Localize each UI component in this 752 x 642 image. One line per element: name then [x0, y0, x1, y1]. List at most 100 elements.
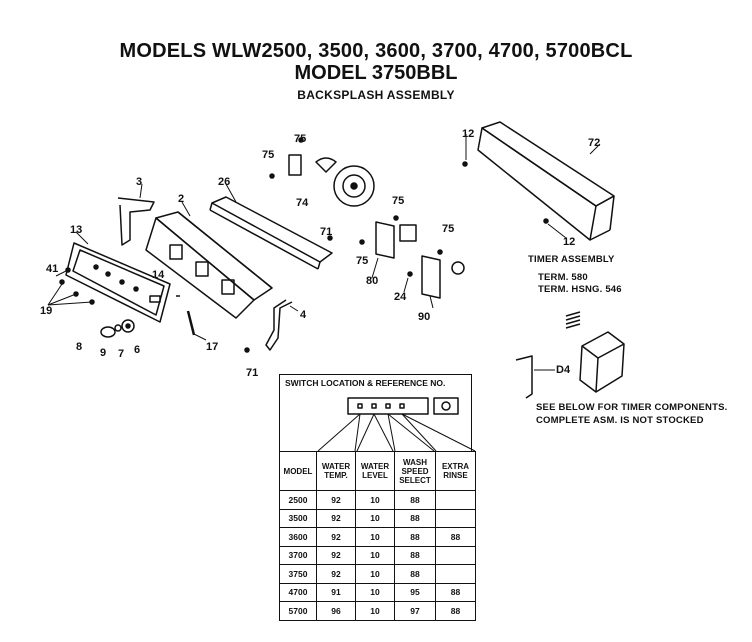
- table-cell: 3750: [279, 564, 317, 584]
- label-14: 14: [152, 269, 165, 281]
- label-9: 9: [100, 347, 106, 359]
- not-stocked-note: COMPLETE ASM. IS NOT STOCKED: [536, 415, 704, 426]
- switch-reference-table: MODEL WATER TEMP. WATER LEVEL WASH SPEED…: [279, 451, 476, 621]
- label-90: 90: [418, 311, 430, 323]
- switch-80-part: [375, 221, 417, 259]
- table-cell: 88: [394, 527, 436, 547]
- col-header-model: MODEL: [279, 451, 317, 491]
- table-cell: 92: [316, 508, 356, 528]
- term-housing-note: TERM. HSNG. 546: [538, 284, 622, 295]
- switch-location-box: [279, 374, 472, 451]
- table-cell: 10: [355, 601, 395, 621]
- rod-part: [186, 310, 196, 336]
- table-cell: 10: [355, 545, 395, 565]
- label-74: 74: [296, 197, 309, 209]
- col-header-water-temp: WATER TEMP.: [316, 451, 356, 491]
- table-cell: 88: [394, 545, 436, 565]
- switch-90-part: [421, 255, 465, 299]
- col-header-wash-speed: WASH SPEED SELECT: [394, 451, 436, 491]
- label-7: 7: [118, 348, 124, 360]
- assembly-title: BACKSPLASH ASSEMBLY: [297, 88, 455, 102]
- label-2: 2: [178, 193, 184, 205]
- label-d4: D4: [556, 364, 571, 376]
- table-cell: 96: [316, 601, 356, 621]
- part-labels: 3 2 26 13 41 19 14 8 9 7 6 17 71 4 71 75…: [40, 128, 600, 379]
- table-cell: 92: [316, 545, 356, 565]
- bracket-3-part: [117, 197, 155, 246]
- leader-lines: [47, 134, 601, 371]
- table-cell: 88: [394, 564, 436, 584]
- label-80: 80: [366, 275, 378, 287]
- label-3: 3: [136, 176, 142, 188]
- table-cell: 92: [316, 564, 356, 584]
- bracket-d4-part: [515, 355, 533, 399]
- label-26: 26: [218, 176, 230, 188]
- screw-parts: [59, 137, 549, 353]
- table-cell: 10: [355, 508, 395, 528]
- table-cell: 88: [435, 601, 476, 621]
- label-75-e: 75: [442, 223, 454, 235]
- bracket-4-part: [265, 299, 293, 351]
- col-header-extra-rinse: EXTRA RINSE: [435, 451, 476, 491]
- knob-parts: [100, 319, 135, 338]
- label-12-lower: 12: [563, 236, 575, 248]
- table-cell: 88: [394, 508, 436, 528]
- table-cell: 88: [435, 582, 476, 602]
- model-subtitle: MODEL 3750BBL: [294, 62, 458, 84]
- table-cell: 88: [394, 490, 436, 510]
- timer-part: [565, 311, 625, 393]
- label-4: 4: [300, 309, 307, 321]
- label-17: 17: [206, 341, 218, 353]
- backsplash-body-part: [145, 211, 273, 319]
- table-cell: 88: [435, 527, 476, 547]
- label-75-a: 75: [294, 133, 306, 145]
- table-cell: [435, 564, 476, 584]
- page-title: MODELS WLW2500, 3500, 3600, 3700, 4700, …: [119, 40, 633, 62]
- label-75-b: 75: [262, 149, 274, 161]
- switch-motor-part: [288, 154, 375, 207]
- table-cell: [435, 545, 476, 565]
- table-cell: 92: [316, 490, 356, 510]
- label-75-d: 75: [356, 255, 368, 267]
- top-trim-part: [209, 196, 333, 270]
- control-panel-part: [65, 242, 171, 323]
- table-cell: [435, 508, 476, 528]
- label-19: 19: [40, 305, 52, 317]
- label-71-upper: 71: [320, 226, 332, 238]
- table-cell: 91: [316, 582, 356, 602]
- switch-table-title: SWITCH LOCATION & REFERENCE NO.: [285, 378, 446, 388]
- table-cell: [435, 490, 476, 510]
- table-cell: 92: [316, 527, 356, 547]
- table-cell: 5700: [279, 601, 317, 621]
- label-41: 41: [46, 263, 58, 275]
- table-cell: 3500: [279, 508, 317, 528]
- label-72: 72: [588, 137, 600, 149]
- table-cell: 10: [355, 582, 395, 602]
- label-75-c: 75: [392, 195, 404, 207]
- table-cell: 97: [394, 601, 436, 621]
- label-24: 24: [394, 291, 407, 303]
- label-71-lower: 71: [246, 367, 258, 379]
- table-cell: 4700: [279, 582, 317, 602]
- table-cell: 2500: [279, 490, 317, 510]
- see-below-note: SEE BELOW FOR TIMER COMPONENTS.: [536, 402, 728, 413]
- table-cell: 10: [355, 490, 395, 510]
- col-header-water-level: WATER LEVEL: [355, 451, 395, 491]
- label-12-upper: 12: [462, 128, 474, 140]
- timer-assembly-note: TIMER ASSEMBLY: [528, 254, 615, 265]
- label-13: 13: [70, 224, 82, 236]
- table-cell: 10: [355, 527, 395, 547]
- table-cell: 10: [355, 564, 395, 584]
- table-cell: 95: [394, 582, 436, 602]
- label-6: 6: [134, 344, 140, 356]
- table-cell: 3700: [279, 545, 317, 565]
